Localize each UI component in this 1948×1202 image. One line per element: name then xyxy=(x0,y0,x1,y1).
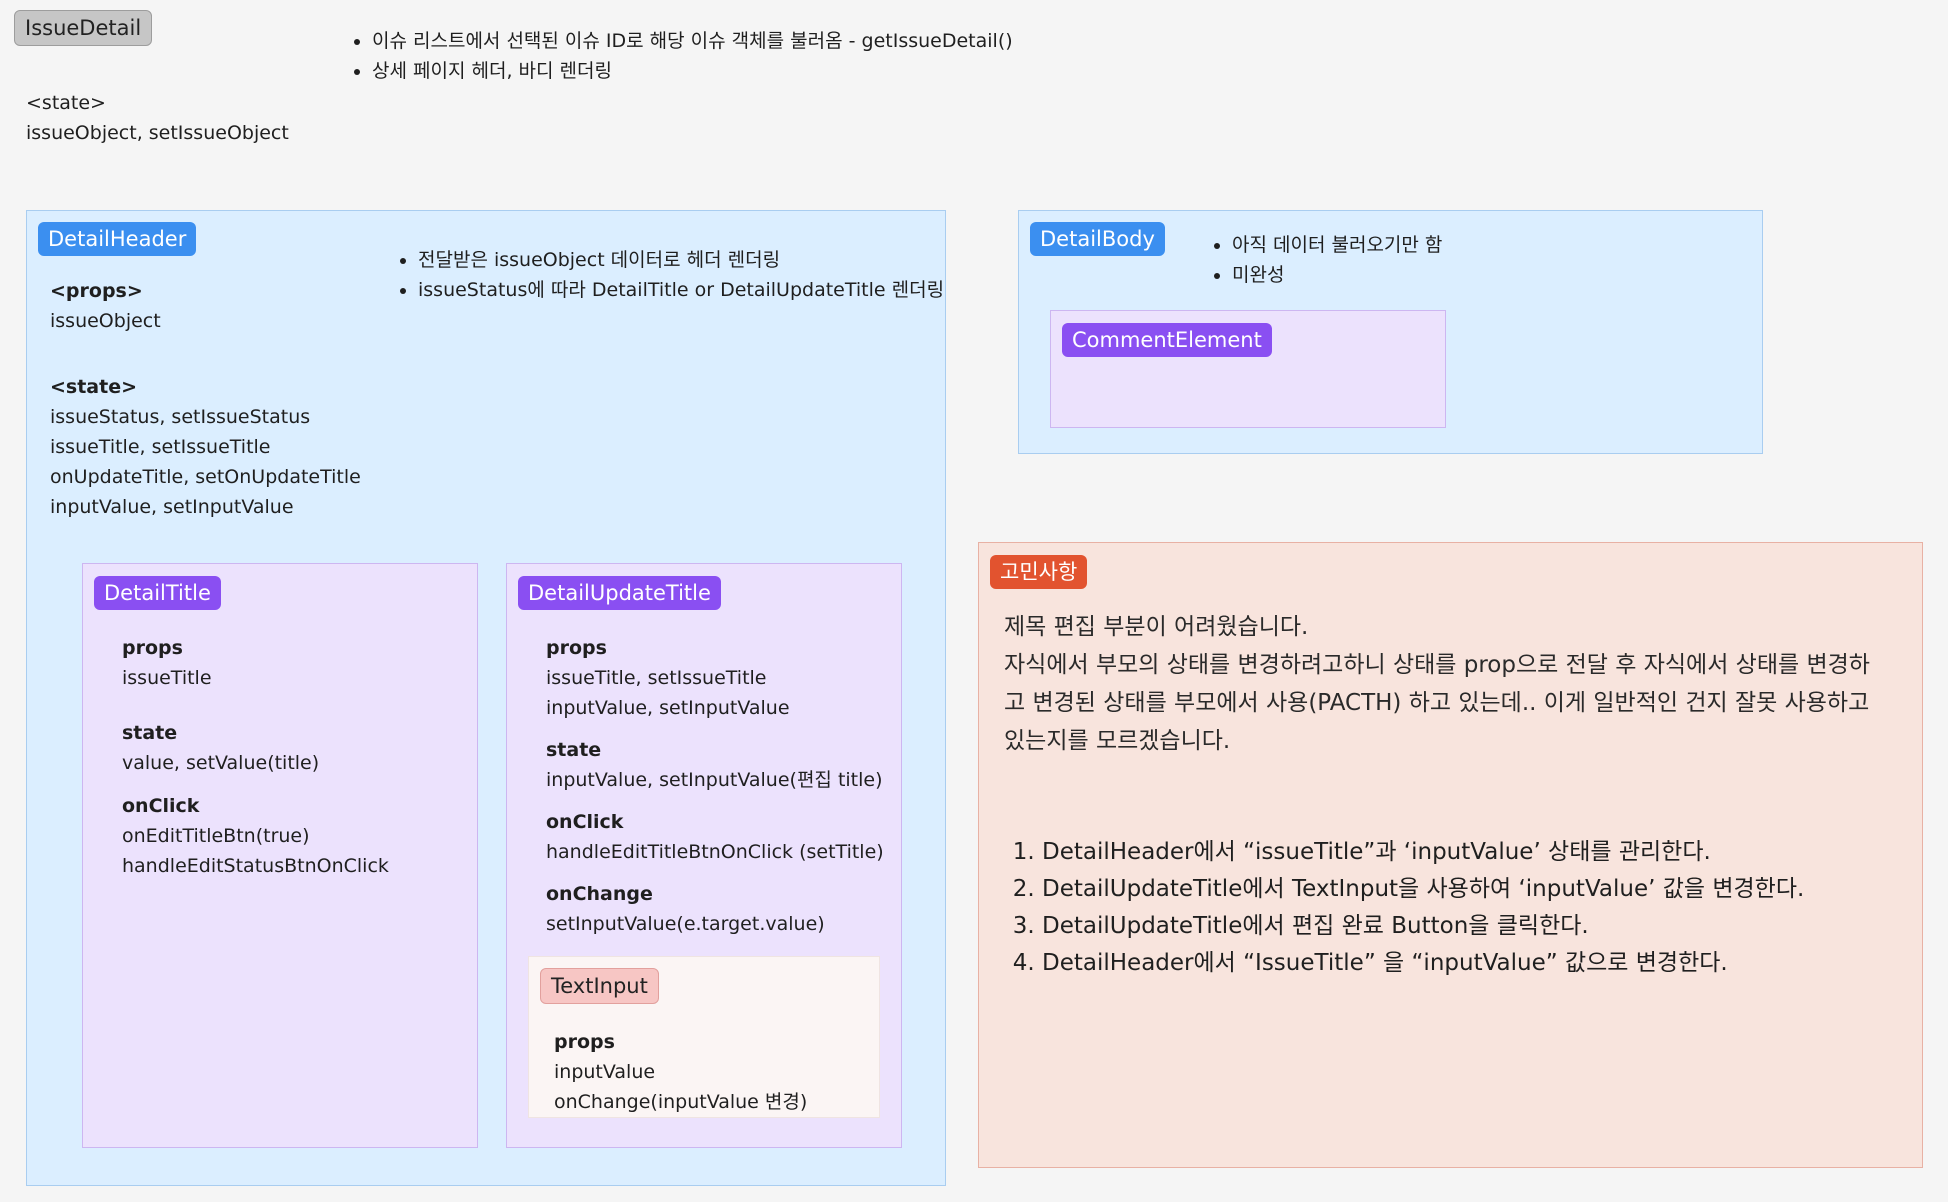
step-item: DetailHeader에서 “issueTitle”과 ‘inputValue… xyxy=(1042,834,1804,871)
concerns-paragraph: 제목 편집 부분이 어려웠습니다. 자식에서 부모의 상태를 변경하려고하니 상… xyxy=(1004,608,1870,760)
props-value: inputValue, setInputValue xyxy=(546,697,790,719)
detail-title-tag: DetailTitle xyxy=(94,576,221,610)
note-item: 아직 데이터 불러오기만 함 xyxy=(1232,230,1442,260)
detail-header-notes: 전달받은 issueObject 데이터로 헤더 렌더링 issueStatus… xyxy=(396,245,944,305)
paragraph-line: 있는지를 모르겠습니다. xyxy=(1004,728,1231,754)
detail-title-fields: props issueTitle state value, setValue(t… xyxy=(122,633,389,881)
paragraph-line: 제목 편집 부분이 어려웠습니다. xyxy=(1004,614,1309,640)
state-label: <state> xyxy=(26,92,106,114)
note-item: 전달받은 issueObject 데이터로 헤더 렌더링 xyxy=(418,245,944,275)
note-item: 미완성 xyxy=(1232,260,1442,290)
detail-body-tag: DetailBody xyxy=(1030,222,1165,256)
onclick-label: onClick xyxy=(546,811,624,833)
note-item: 상세 페이지 헤더, 바디 렌더링 xyxy=(372,56,1013,86)
state-value: inputValue, setInputValue xyxy=(50,496,294,518)
onclick-label: onClick xyxy=(122,795,200,817)
text-input-tag: TextInput xyxy=(540,968,659,1004)
onclick-value: onEditTitleBtn(true) xyxy=(122,825,310,847)
concerns-frame xyxy=(978,542,1923,1168)
props-value: inputValue xyxy=(554,1061,656,1083)
detail-header-fields: <props> issueObject <state> issueStatus,… xyxy=(50,276,361,522)
paragraph-line: 자식에서 부모의 상태를 변경하려고하니 상태를 prop으로 전달 후 자식에… xyxy=(1004,652,1870,678)
detail-update-title-fields: props issueTitle, setIssueTitle inputVal… xyxy=(546,633,884,939)
props-label: props xyxy=(546,637,607,659)
step-item: DetailUpdateTitle에서 편집 완료 Button을 클릭한다. xyxy=(1042,908,1804,945)
props-value: issueTitle, setIssueTitle xyxy=(546,667,767,689)
props-value: onChange(inputValue 변경) xyxy=(554,1091,808,1113)
state-value: issueStatus, setIssueStatus xyxy=(50,406,311,428)
props-label: <props> xyxy=(50,280,143,302)
state-label: <state> xyxy=(50,376,138,398)
detail-title-frame xyxy=(82,563,478,1148)
state-value: issueObject, setIssueObject xyxy=(26,122,289,144)
props-value: issueObject xyxy=(50,310,161,332)
props-value: issueTitle xyxy=(122,667,212,689)
concerns-tag: 고민사항 xyxy=(990,555,1088,589)
state-value: value, setValue(title) xyxy=(122,752,320,774)
onclick-value: handleEditStatusBtnOnClick xyxy=(122,855,389,877)
detail-header-tag: DetailHeader xyxy=(38,222,197,256)
step-item: DetailUpdateTitle에서 TextInput을 사용하여 ‘inp… xyxy=(1042,871,1804,908)
issue-detail-state: <state> issueObject, setIssueObject xyxy=(26,88,289,148)
issue-detail-tag: IssueDetail xyxy=(14,10,153,46)
state-label: state xyxy=(546,739,602,761)
note-item: issueStatus에 따라 DetailTitle or DetailUpd… xyxy=(418,275,944,305)
state-value: inputValue, setInputValue(편집 title) xyxy=(546,769,883,791)
detail-body-notes: 아직 데이터 불러오기만 함 미완성 xyxy=(1210,230,1442,290)
props-label: props xyxy=(554,1031,615,1053)
comment-element-tag: CommentElement xyxy=(1062,323,1272,357)
onchange-value: setInputValue(e.target.value) xyxy=(546,913,825,935)
detail-update-title-tag: DetailUpdateTitle xyxy=(518,576,721,610)
state-value: issueTitle, setIssueTitle xyxy=(50,436,271,458)
state-value: onUpdateTitle, setOnUpdateTitle xyxy=(50,466,361,488)
note-item: 이슈 리스트에서 선택된 이슈 ID로 해당 이슈 객체를 불러옴 - getI… xyxy=(372,26,1013,56)
state-label: state xyxy=(122,722,178,744)
step-item: DetailHeader에서 “IssueTitle” 을 “inputValu… xyxy=(1042,945,1804,982)
issue-detail-notes: 이슈 리스트에서 선택된 이슈 ID로 해당 이슈 객체를 불러옴 - getI… xyxy=(350,26,1013,86)
paragraph-line: 고 변경된 상태를 부모에서 사용(PACTH) 하고 있는데.. 이게 일반적… xyxy=(1004,690,1870,716)
onchange-label: onChange xyxy=(546,883,653,905)
props-label: props xyxy=(122,637,183,659)
text-input-fields: props inputValue onChange(inputValue 변경) xyxy=(554,1027,807,1117)
onclick-value: handleEditTitleBtnOnClick (setTitle) xyxy=(546,841,884,863)
concerns-steps: DetailHeader에서 “issueTitle”과 ‘inputValue… xyxy=(1004,834,1804,982)
